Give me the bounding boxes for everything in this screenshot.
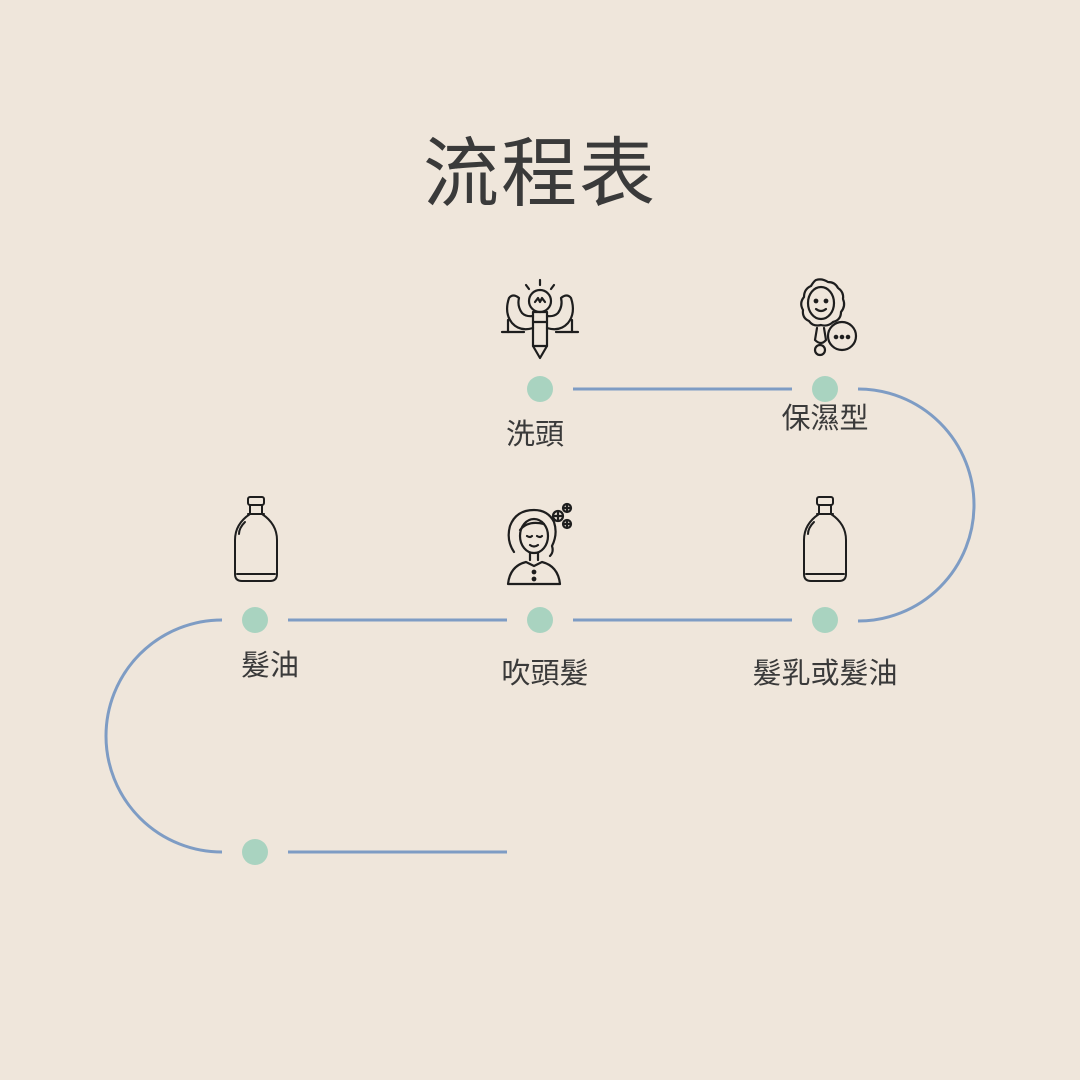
step-dot (242, 839, 268, 865)
happy-woman-hair-icon (506, 502, 573, 586)
bottle-icon (234, 496, 278, 582)
step-dot (812, 376, 838, 402)
bottle-icon (803, 496, 847, 582)
step-label: 洗頭 (505, 417, 565, 451)
step-dot (527, 376, 553, 402)
step-dot (527, 607, 553, 633)
connector-curve (104, 618, 223, 854)
idea-lightbulb-strong-arms-icon (500, 278, 580, 360)
step-dot (242, 607, 268, 633)
step-label: 髮油 (240, 648, 300, 682)
page-title: 流程表 (423, 129, 657, 218)
step-label: 保濕型 (781, 401, 869, 435)
step-label: 吹頭髮 (501, 656, 589, 690)
hand-mirror-face-icon (800, 278, 858, 357)
step-label: 髮乳或髮油 (752, 656, 898, 690)
connector-curve (857, 387, 976, 623)
step-dot (812, 607, 838, 633)
